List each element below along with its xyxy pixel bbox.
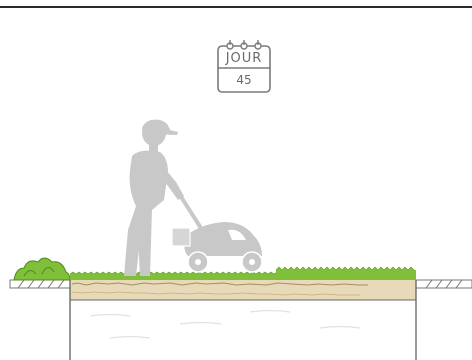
bush [14,258,70,280]
lawn-mower-icon [172,192,262,272]
sidewalk-right [416,280,472,288]
person-mowing-icon [124,120,184,276]
grass-unmowed [276,267,416,280]
grass-mowed [70,272,304,280]
sidewalk-left [10,280,72,288]
ground-section [70,280,416,360]
